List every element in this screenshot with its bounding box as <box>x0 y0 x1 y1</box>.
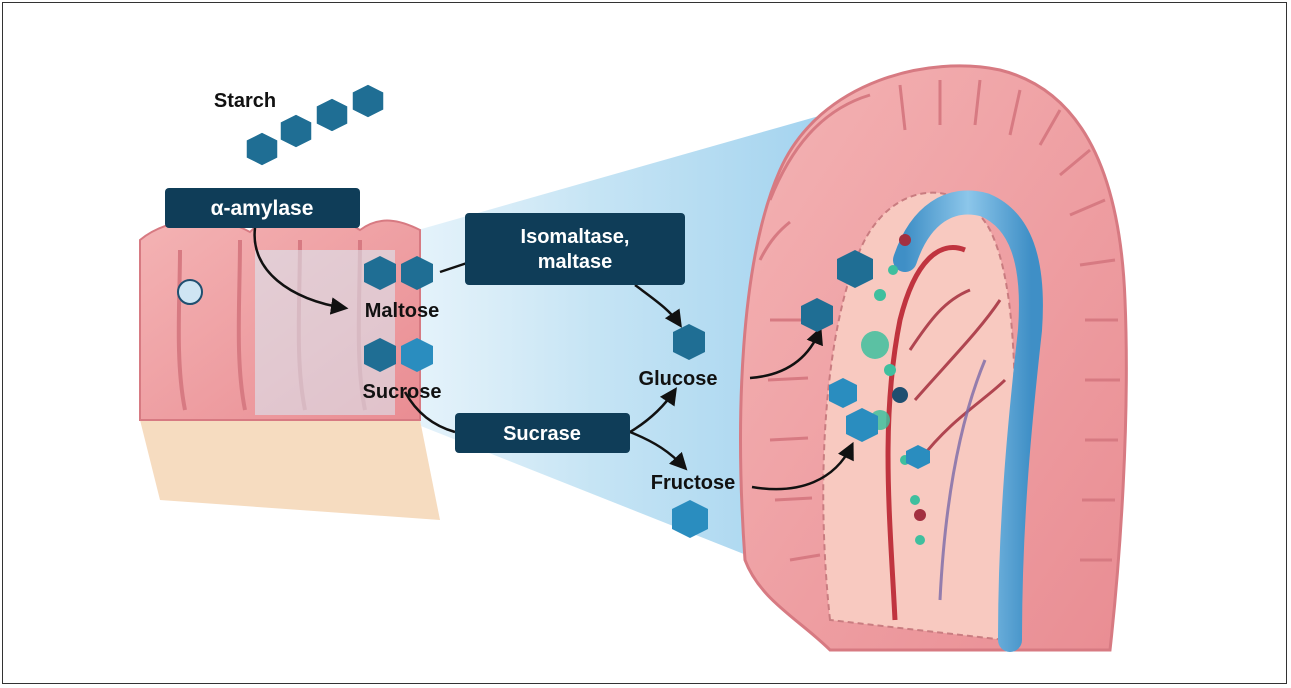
sucrase-label: Sucrase <box>503 423 581 445</box>
cell-nucleus-icon <box>178 280 202 304</box>
glucose-label: Glucose <box>639 368 718 390</box>
starch-label: Starch <box>214 90 276 112</box>
alpha-amylase-label: α-amylase <box>211 197 314 220</box>
isomaltase-box: Isomaltase, maltase <box>465 213 685 285</box>
sucrase-box: Sucrase <box>455 413 630 453</box>
fructose-label: Fructose <box>651 472 735 494</box>
sucrose-label: Sucrose <box>363 381 442 403</box>
isomaltase-label-line2: maltase <box>538 251 613 273</box>
villus-illustration <box>741 66 1127 650</box>
intestinal-wall-block <box>140 215 440 520</box>
maltose-label: Maltose <box>365 300 439 322</box>
alpha-amylase-box: α-amylase <box>165 188 360 228</box>
isomaltase-label-line1: Isomaltase, <box>521 226 630 248</box>
